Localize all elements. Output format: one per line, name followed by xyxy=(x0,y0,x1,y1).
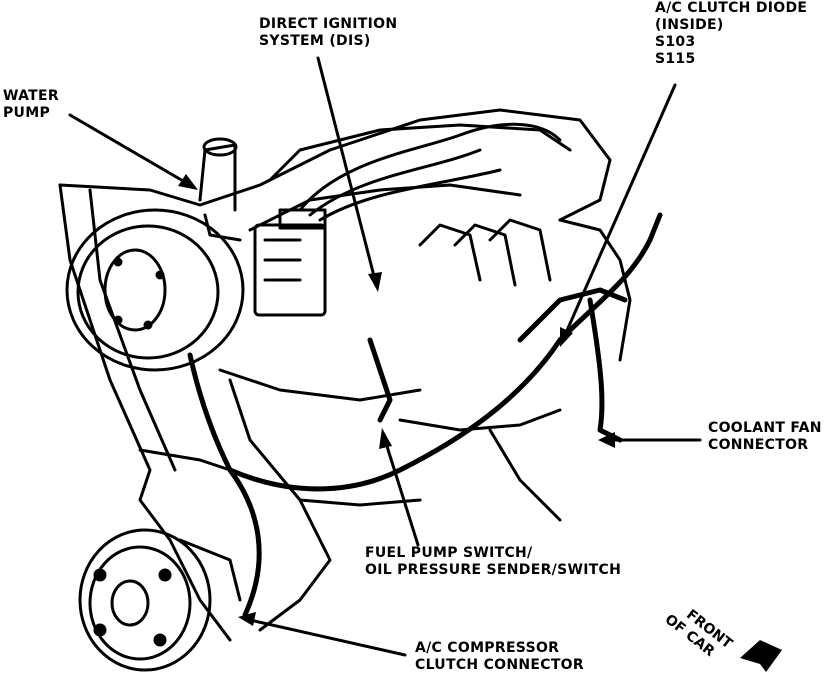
ac-clutch-diode-label: A/C CLUTCH DIODE (INSIDE) S103 S115 xyxy=(655,0,808,67)
ac-compressor-pulley xyxy=(78,528,242,672)
fuel-pump-switch-label: FUEL PUMP SWITCH/ OIL PRESSURE SENDER/SW… xyxy=(365,545,622,578)
water-pump-label: WATER PUMP xyxy=(3,88,59,121)
wiring-harness xyxy=(187,212,663,618)
spark-plug-wires xyxy=(298,122,562,287)
dis-label: DIRECT IGNITION SYSTEM (DIS) xyxy=(259,16,398,49)
ac-compressor-connector-label: A/C COMPRESSOR CLUTCH CONNECTOR xyxy=(415,640,584,673)
water-pump-pulley xyxy=(65,137,245,372)
coolant-fan-connector-label: COOLANT FAN CONNECTOR xyxy=(708,420,822,453)
dis-module xyxy=(253,208,327,317)
engine-block xyxy=(58,108,632,642)
callout-arrows xyxy=(68,56,702,657)
